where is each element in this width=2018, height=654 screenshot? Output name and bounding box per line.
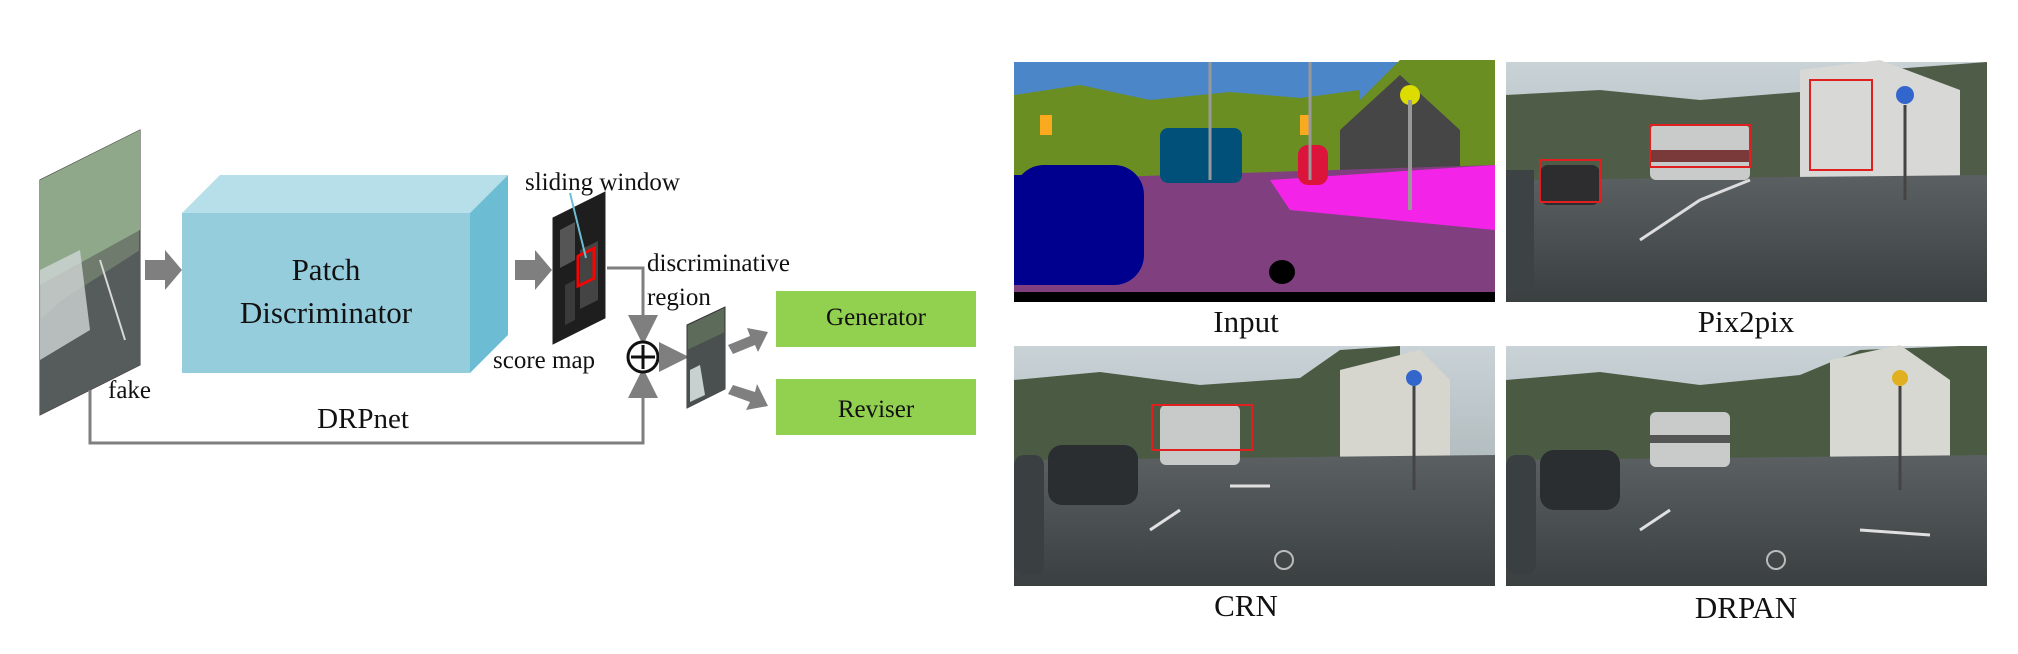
reviser-block [776, 379, 976, 435]
caption-crn: CRN [1214, 588, 1278, 623]
generator-label: Generator [826, 304, 927, 331]
reviser-label: Reviser [838, 396, 915, 423]
panel-drpan-image [1506, 345, 1987, 586]
box-label-line1: Patch [292, 252, 361, 287]
drpnet-diagram: fake Patch Discriminator DRPnet sliding … [39, 129, 976, 445]
network-label: DRPnet [317, 403, 409, 435]
fake-image [39, 129, 141, 416]
patch-discriminator-box [182, 175, 508, 373]
disc-region-line2: region [647, 284, 711, 311]
arrow-to-score-map [515, 250, 552, 290]
panel-pix2pix-image [1506, 60, 1987, 302]
box-label-line2: Discriminator [240, 295, 413, 330]
caption-drpan: DRPAN [1695, 590, 1797, 625]
arrow-to-discriminator [145, 250, 182, 290]
arrow-fake-to-sum [88, 368, 658, 445]
fake-label: fake [108, 377, 151, 404]
caption-pix2pix: Pix2pix [1698, 304, 1795, 339]
sliding-window-label: sliding window [525, 169, 680, 196]
panel-crn-image [1014, 346, 1495, 586]
arrow-to-reviser [728, 384, 768, 410]
arrow-score-to-sum [607, 266, 658, 345]
score-map-label: score map [493, 347, 595, 374]
sliding-window-pointer [569, 192, 587, 259]
panel-input-image [1014, 60, 1495, 302]
sliding-window-box [576, 246, 596, 289]
arrow-to-generator [728, 328, 768, 354]
comparison-grid: Input Pix2pix [1014, 60, 1987, 625]
caption-input: Input [1213, 304, 1279, 339]
disc-region-line1: discriminative [647, 250, 790, 277]
sum-node [626, 340, 660, 374]
generator-block [776, 291, 976, 347]
score-map [552, 191, 606, 345]
discriminative-region-patch [686, 306, 726, 409]
